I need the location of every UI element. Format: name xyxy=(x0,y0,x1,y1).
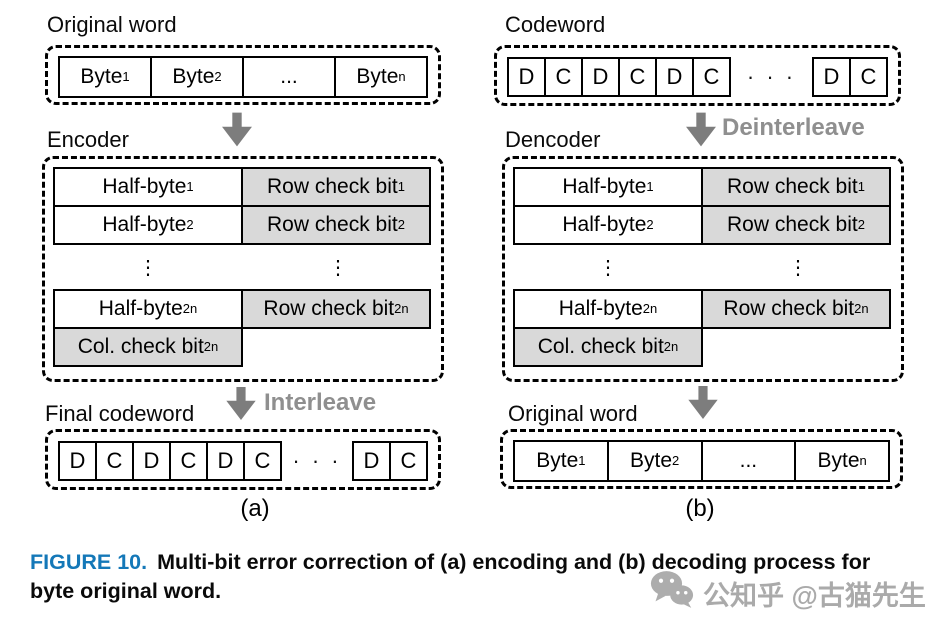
figure-number: FIGURE 10. xyxy=(30,550,148,574)
watermark: 公知乎 @古猫先生 xyxy=(650,570,926,616)
check-cell: C xyxy=(544,57,583,97)
panel-a-encoder-label: Encoder xyxy=(47,127,129,152)
vertical-ellipsis: ⋮ xyxy=(788,256,808,279)
panel-b-original-word-label: Original word xyxy=(508,401,638,426)
panel-b-codeword-box: D C D C D C · · · D C xyxy=(494,45,901,106)
vertical-ellipsis: ⋮ xyxy=(328,256,348,279)
check-cell: C xyxy=(389,441,428,481)
data-cell: D xyxy=(132,441,171,481)
panel-a-codeword-strip: D C D C D C · · · D C xyxy=(58,441,428,481)
panel-a-final-codeword-label: Final codeword xyxy=(45,401,195,426)
caption-text: Multi-bit error correction of (a) encodi… xyxy=(30,550,871,603)
watermark-text: 公知乎 @古猫先生 xyxy=(703,580,926,611)
deinterleave-label: Deinterleave xyxy=(722,114,865,141)
down-arrow-icon xyxy=(226,387,256,420)
down-arrow-icon xyxy=(688,386,718,419)
data-cell: D xyxy=(206,441,245,481)
ellipsis: · · · xyxy=(292,448,342,473)
check-cell: C xyxy=(169,441,208,481)
check-cell: C xyxy=(618,57,657,97)
wechat-icon xyxy=(650,570,694,616)
data-cell: D xyxy=(58,441,97,481)
vertical-ellipsis: ⋮ xyxy=(138,256,158,279)
panel-a-final-codeword-box: D C D C D C · · · D C xyxy=(45,429,441,490)
vertical-ellipsis: ⋮ xyxy=(598,256,618,279)
check-cell: C xyxy=(692,57,731,97)
panel-a-tag: (a) xyxy=(240,495,270,522)
panel-b-codeword-strip: D C D C D C · · · D C xyxy=(507,57,888,97)
down-arrow-icon xyxy=(686,112,716,147)
data-cell: D xyxy=(812,57,851,97)
vertical-ellipsis-row: ⋮ ⋮ xyxy=(513,245,893,289)
check-cell: C xyxy=(849,57,888,97)
vertical-ellipsis-row: ⋮ ⋮ xyxy=(53,245,433,289)
down-arrow-icon xyxy=(222,112,252,147)
panel-b-tag: (b) xyxy=(685,495,715,522)
panel-b-codeword-label: Codeword xyxy=(505,12,606,37)
data-cell: D xyxy=(352,441,391,481)
panel-a-original-word-label: Original word xyxy=(47,12,177,37)
figure-caption: FIGURE 10.Multi-bit error correction of … xyxy=(30,548,878,605)
data-cell: D xyxy=(507,57,546,97)
interleave-label: Interleave xyxy=(264,389,377,416)
panel-b-dencoder-label: Dencoder xyxy=(505,127,601,152)
check-cell: C xyxy=(243,441,282,481)
byte-cell-ellipsis: ... xyxy=(242,58,334,96)
byte-cell-ellipsis: ... xyxy=(700,442,795,480)
data-cell: D xyxy=(581,57,620,97)
data-cell: D xyxy=(655,57,694,97)
check-cell: C xyxy=(95,441,134,481)
ellipsis: · · · xyxy=(746,64,797,89)
